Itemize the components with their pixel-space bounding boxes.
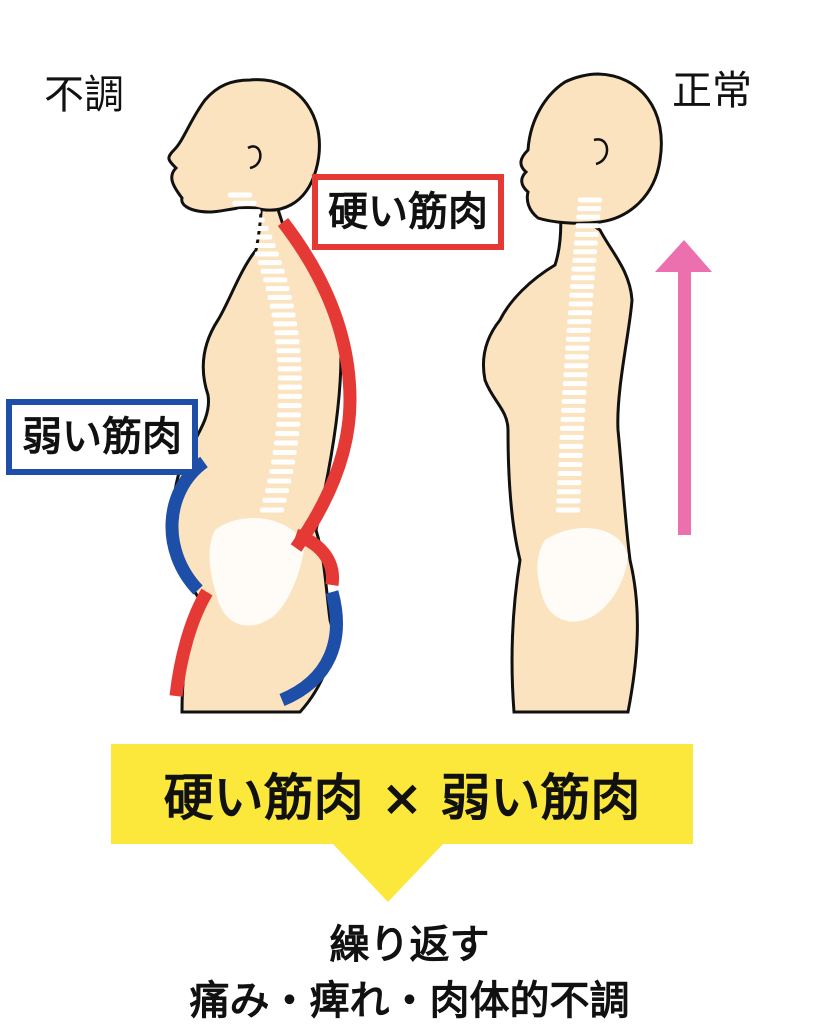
vertebra bbox=[251, 242, 276, 248]
normal-pelvis bbox=[537, 528, 628, 622]
vertebra bbox=[562, 390, 587, 396]
vertebra bbox=[271, 459, 296, 465]
abnormal-figure bbox=[165, 78, 357, 714]
vertebra bbox=[567, 310, 592, 316]
vertebra bbox=[573, 249, 598, 255]
normal-spine bbox=[556, 197, 602, 513]
vertebra bbox=[277, 366, 302, 372]
weak-muscle-label: 弱い筋肉 bbox=[6, 399, 198, 475]
vertebra bbox=[576, 214, 601, 220]
vertebra bbox=[569, 292, 594, 298]
vertebra bbox=[277, 393, 302, 399]
vertebra bbox=[561, 407, 586, 413]
vertebra bbox=[272, 449, 297, 455]
hard-muscle-back bbox=[277, 218, 357, 552]
upward-arrow bbox=[655, 240, 712, 535]
vertebra bbox=[273, 321, 298, 327]
vertebra bbox=[563, 372, 588, 378]
vertebra bbox=[271, 312, 296, 318]
vertebra bbox=[556, 507, 580, 513]
weak-muscle-glute bbox=[279, 590, 343, 706]
vertebra bbox=[565, 336, 590, 342]
summary-banner: 硬い筋肉 × 弱い筋肉 bbox=[111, 744, 693, 844]
result-line-1: 繰り返す bbox=[329, 922, 490, 968]
vertebra bbox=[269, 468, 294, 474]
vertebra bbox=[560, 416, 585, 422]
normal-label: 正常 bbox=[672, 68, 752, 114]
vertebra bbox=[557, 471, 582, 477]
vertebra bbox=[565, 345, 590, 351]
vertebra bbox=[265, 286, 290, 292]
normal-body bbox=[481, 202, 639, 714]
vertebra bbox=[567, 319, 592, 325]
vertebra bbox=[564, 354, 589, 360]
vertebra bbox=[572, 257, 597, 263]
vertebra bbox=[248, 234, 273, 240]
result-line-2: 痛み・痺れ・肉体的不調 bbox=[189, 978, 630, 1024]
vertebra bbox=[277, 384, 302, 390]
vertebra bbox=[568, 301, 593, 307]
hard-muscle-hip bbox=[293, 528, 339, 586]
down-arrow-triangle bbox=[333, 844, 443, 902]
vertebra bbox=[575, 223, 600, 229]
abnormal-head bbox=[167, 78, 321, 214]
vertebra bbox=[257, 260, 282, 266]
vertebra bbox=[228, 192, 252, 198]
hard-muscle-thigh bbox=[169, 588, 213, 697]
vertebra bbox=[260, 268, 285, 274]
vertebra bbox=[240, 217, 265, 223]
vertebra bbox=[260, 507, 284, 513]
vertebra bbox=[561, 398, 586, 404]
vertebra bbox=[262, 497, 287, 503]
vertebra bbox=[574, 231, 599, 237]
hard-muscle-label: 硬い筋肉 bbox=[312, 174, 504, 250]
vertebra bbox=[269, 303, 294, 309]
vertebra bbox=[570, 284, 595, 290]
vertebra bbox=[274, 440, 299, 446]
vertebra bbox=[277, 403, 302, 409]
vertebra bbox=[559, 434, 584, 440]
vertebra bbox=[556, 489, 581, 495]
vertebra bbox=[274, 330, 299, 336]
vertebra bbox=[277, 357, 302, 363]
normal-figure bbox=[481, 72, 663, 714]
abnormal-spine bbox=[228, 192, 302, 513]
vertebra bbox=[236, 209, 261, 215]
vertebra bbox=[558, 461, 583, 467]
vertebra bbox=[560, 425, 585, 431]
vertebra bbox=[275, 339, 300, 345]
vertebra bbox=[276, 412, 301, 418]
vertebra bbox=[562, 381, 587, 387]
banner-text: 硬い筋肉 × 弱い筋肉 bbox=[163, 769, 641, 827]
vertebra bbox=[556, 498, 581, 504]
vertebra bbox=[276, 348, 301, 354]
vertebra bbox=[558, 452, 583, 458]
vertebra bbox=[254, 251, 279, 257]
vertebra bbox=[577, 206, 602, 212]
vertebra bbox=[564, 363, 589, 369]
abnormal-pelvis bbox=[209, 518, 305, 626]
vertebra bbox=[265, 488, 290, 494]
vertebra bbox=[267, 294, 292, 300]
vertebra bbox=[573, 240, 598, 246]
vertebra bbox=[571, 266, 596, 272]
normal-head bbox=[519, 72, 663, 225]
vertebra bbox=[276, 421, 301, 427]
vertebra bbox=[275, 431, 300, 437]
vertebra bbox=[263, 277, 288, 283]
vertebra bbox=[267, 478, 292, 484]
vertebra bbox=[277, 375, 302, 381]
vertebra bbox=[578, 197, 602, 203]
vertebra bbox=[566, 327, 591, 333]
vertebra bbox=[570, 275, 595, 281]
vertebra bbox=[244, 225, 269, 231]
vertebra bbox=[232, 200, 257, 206]
abnormal-label: 不調 bbox=[44, 72, 124, 118]
vertebra bbox=[559, 443, 584, 449]
vertebra bbox=[557, 480, 582, 486]
